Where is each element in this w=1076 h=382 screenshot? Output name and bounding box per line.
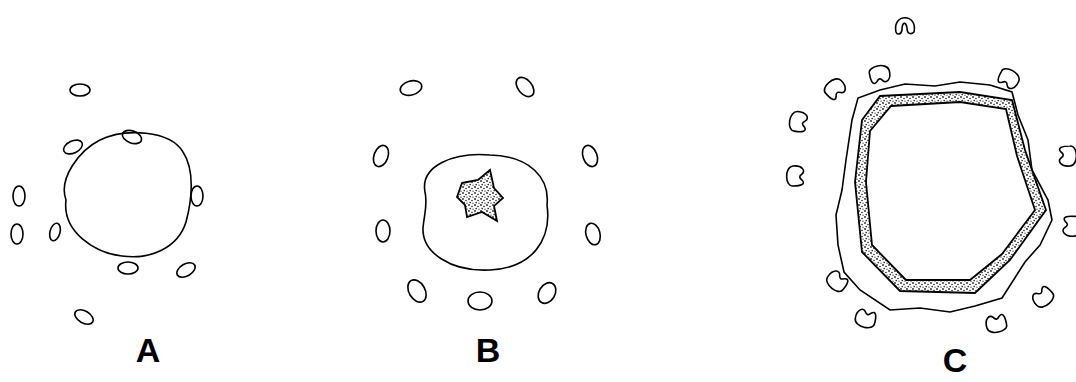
panel-b-drawing — [371, 74, 603, 310]
panel-c-drawing — [787, 18, 1076, 334]
panel-letter: A — [136, 333, 161, 367]
panel-letter: C — [943, 343, 968, 377]
panel-a-drawing — [11, 84, 203, 327]
panel-letter: B — [476, 333, 501, 367]
